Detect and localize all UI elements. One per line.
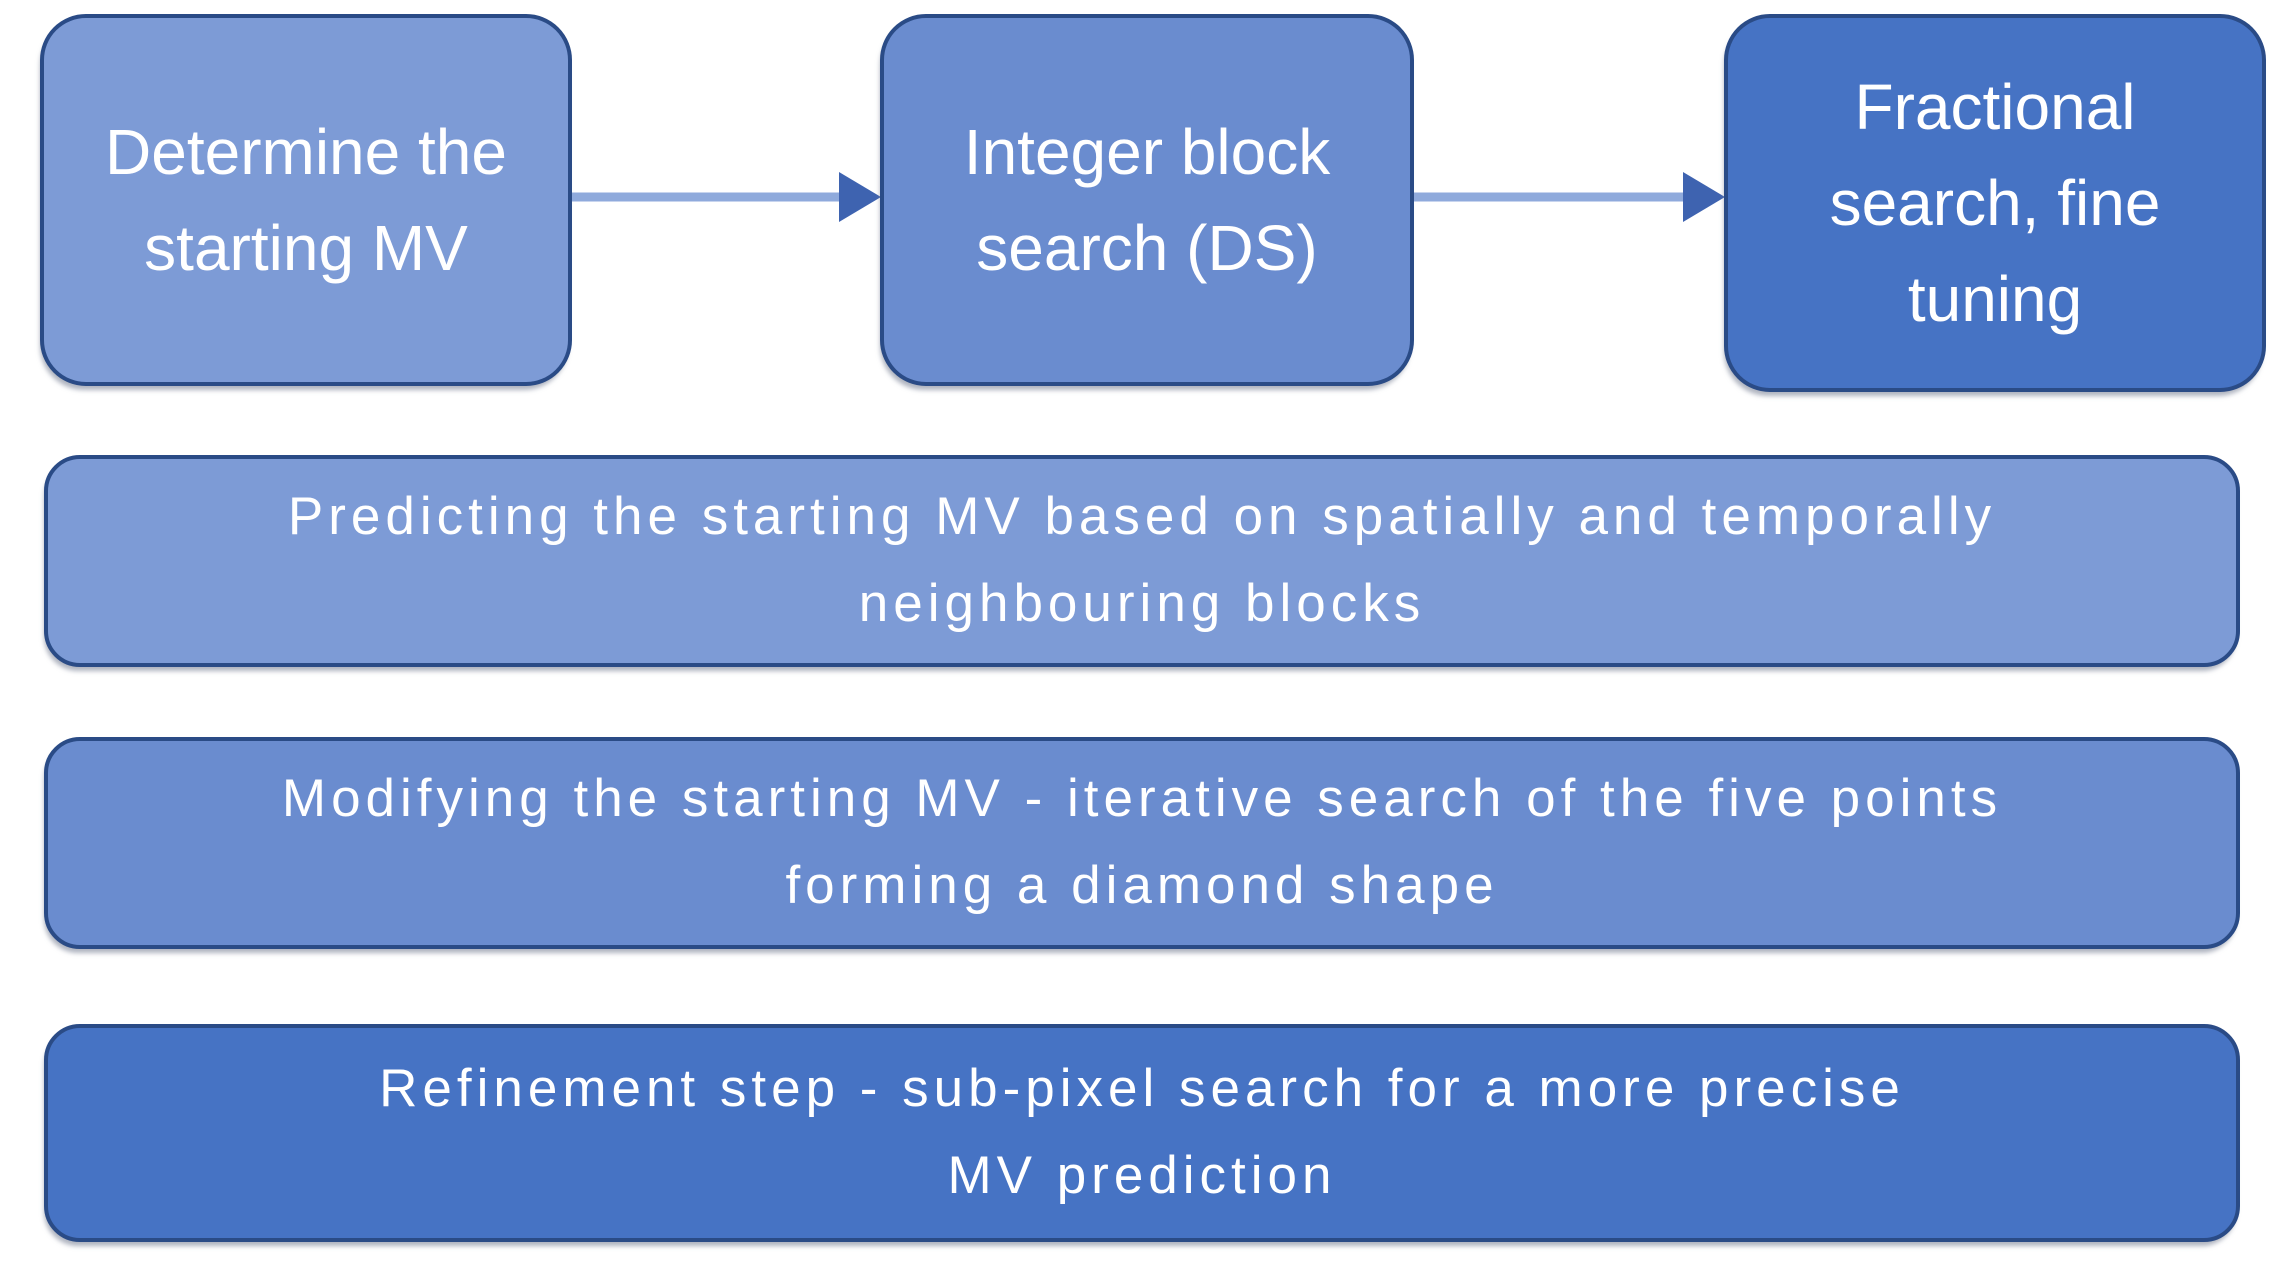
arrow-shaft [1414, 192, 1696, 202]
detail-bar-text-line: forming a diamond shape [785, 856, 1499, 915]
flow-box-text-line: tuning [1907, 263, 2083, 335]
detail-bar-text-line: Refinement step - sub-pixel search for a… [379, 1059, 1905, 1119]
arrow-shaft [572, 192, 852, 202]
detail-bar-text-line: Predicting the starting MV based on spat… [287, 487, 1997, 547]
detail-bar-text-line: neighbouring blocks [858, 574, 1426, 633]
detail-bar-predicting-starting-mv: Predicting the starting MV based on spat… [44, 455, 2240, 667]
flow-arrow-1 [572, 171, 881, 223]
flow-box-integer-block-search: Integer block search (DS) [880, 14, 1414, 386]
detail-bar-text-line: Modifying the starting MV - iterative se… [281, 769, 2003, 829]
flow-box-text-line: Determine the [105, 116, 507, 188]
detail-bar-refinement-step: Refinement step - sub-pixel search for a… [44, 1024, 2240, 1242]
arrow-head-icon [1683, 172, 1725, 222]
flow-arrow-2 [1414, 171, 1725, 223]
flow-box-text-line: Fractional [1854, 71, 2136, 143]
detail-bar-modifying-starting-mv: Modifying the starting MV - iterative se… [44, 737, 2240, 949]
flow-box-fractional-search: Fractional search, fine tuning [1724, 14, 2266, 392]
flow-box-text-line: starting MV [144, 212, 468, 284]
flow-box-text-line: search (DS) [976, 212, 1318, 284]
arrow-head-icon [839, 172, 881, 222]
flow-box-text-line: search, fine [1829, 167, 2161, 239]
flow-box-determine-starting-mv: Determine the starting MV [40, 14, 572, 386]
flow-box-text-line: Integer block [963, 116, 1331, 188]
detail-bar-text-line: MV prediction [947, 1146, 1337, 1205]
